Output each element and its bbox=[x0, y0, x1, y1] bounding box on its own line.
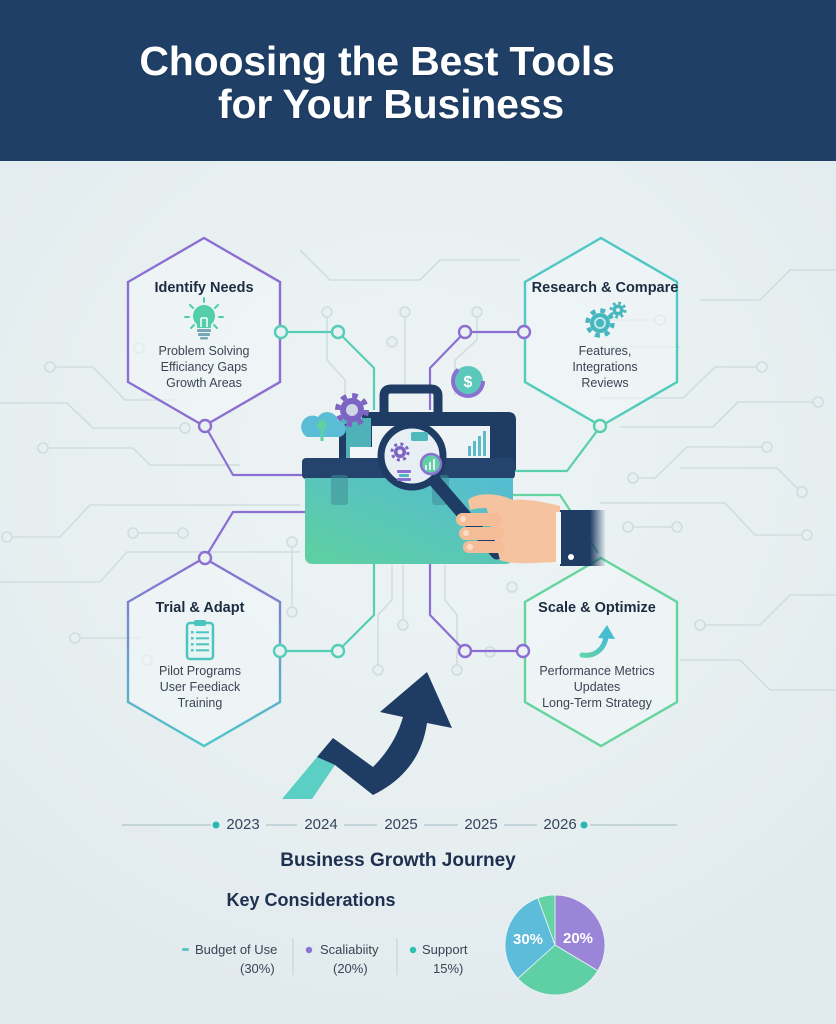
timeline-year: 2024 bbox=[304, 816, 338, 833]
step-title: Identify Needs bbox=[154, 280, 254, 296]
pie-label-purple: 20% bbox=[562, 930, 594, 947]
gear-icon bbox=[335, 393, 369, 427]
step-item: Long-Term Strategy bbox=[542, 696, 652, 710]
timeline-caption: Business Growth Journey bbox=[280, 850, 516, 871]
svg-text:$: $ bbox=[464, 374, 473, 391]
pie-slice bbox=[517, 944, 599, 996]
legend-label-support: Support bbox=[422, 942, 468, 957]
hand-icon bbox=[456, 494, 606, 566]
step-trial-adapt: Trial & Adapt Pilot Programs User Feedia… bbox=[122, 599, 278, 711]
curved-arrow-up-icon bbox=[574, 617, 620, 663]
legend-value-support: 15%) bbox=[433, 961, 464, 976]
step-items: Features, Integrations Reviews bbox=[572, 343, 637, 391]
dollar-coin-icon: $ bbox=[451, 364, 485, 398]
step-research-compare: Research & Compare Features, Integration… bbox=[527, 279, 683, 391]
step-item: Features, bbox=[578, 344, 632, 358]
legend-marker-support bbox=[409, 946, 417, 954]
considerations-title: Key Considerations bbox=[226, 890, 396, 910]
timeline-year: 2026 bbox=[543, 816, 577, 833]
timeline-year: 2023 bbox=[226, 816, 260, 833]
legend-label-scalability: Scaliabiity bbox=[320, 942, 379, 957]
legend-value-scalability: (20%) bbox=[333, 961, 368, 976]
timeline-end-dot bbox=[580, 821, 588, 829]
gears-icon bbox=[582, 297, 628, 343]
clipboard-icon bbox=[177, 617, 223, 663]
step-scale-optimize: Scale & Optimize Performance Metrics Upd… bbox=[519, 599, 675, 711]
step-item: User Feediack bbox=[159, 680, 241, 694]
step-item: Efficiancy Gaps bbox=[160, 360, 248, 374]
step-item: Problem Solving bbox=[158, 344, 250, 358]
timeline-year: 2025 bbox=[464, 816, 498, 833]
step-title: Trial & Adapt bbox=[155, 600, 245, 616]
connector-nodes bbox=[197, 324, 608, 659]
step-title: Research & Compare bbox=[531, 280, 679, 296]
step-item: Training bbox=[177, 696, 223, 710]
pie-slice bbox=[554, 894, 606, 972]
cloud-icon bbox=[301, 412, 346, 441]
page-title-line-2: for Your Business bbox=[218, 81, 564, 127]
background-circuit-pattern bbox=[0, 249, 836, 691]
step-item: Updates bbox=[573, 680, 621, 694]
pie-chart bbox=[504, 894, 606, 996]
step-item: Performance Metrics bbox=[539, 664, 655, 678]
step-items: Problem Solving Efficiancy Gaps Growth A… bbox=[158, 343, 249, 391]
step-items: Performance Metrics Updates Long-Term St… bbox=[539, 663, 654, 711]
growth-arrow-icon bbox=[282, 672, 452, 799]
step-item: Pilot Programs bbox=[159, 664, 241, 678]
legend-label-budget: Budget of Use bbox=[195, 942, 278, 957]
pie-slice bbox=[504, 897, 556, 980]
pie-slice bbox=[537, 894, 556, 946]
timeline-year: 2025 bbox=[384, 816, 418, 833]
step-item: Reviews bbox=[581, 376, 629, 390]
timeline-start-dot bbox=[212, 821, 220, 829]
step-identify-needs: Identify Needs Problem So bbox=[126, 279, 282, 391]
legend-marker-scalability bbox=[305, 946, 313, 954]
pie-label-blue: 30% bbox=[512, 931, 544, 948]
legend-value-budget: (30%) bbox=[240, 961, 275, 976]
page-title-line-1: Choosing the Best Tools bbox=[139, 38, 615, 84]
legend-marker-budget bbox=[182, 948, 189, 951]
step-items: Pilot Programs User Feediack Training bbox=[159, 663, 241, 711]
step-title: Scale & Optimize bbox=[538, 600, 656, 616]
step-item: Growth Areas bbox=[166, 376, 242, 390]
step-item: Integrations bbox=[572, 360, 638, 374]
header-band bbox=[0, 0, 836, 161]
lightbulb-icon bbox=[181, 297, 227, 343]
